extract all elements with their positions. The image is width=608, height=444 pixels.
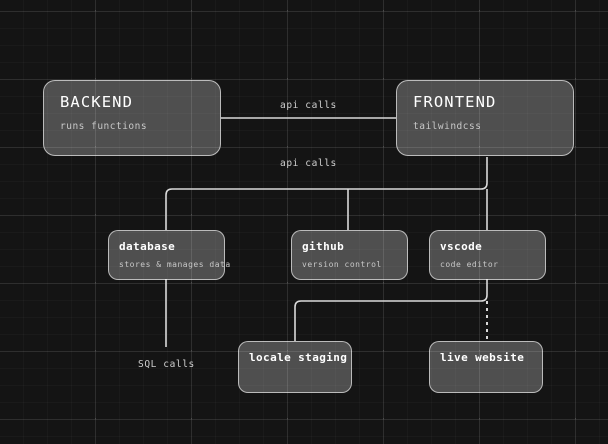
node-backend-title: BACKEND <box>60 93 134 111</box>
node-database[interactable]: database stores & manages data <box>108 230 231 280</box>
node-github[interactable]: github version control <box>291 230 408 280</box>
edge-vscode-to-staging <box>294 279 488 341</box>
edge-label-sql-calls: SQL calls <box>138 359 195 370</box>
node-frontend-subtitle: tailwindcss <box>413 120 482 132</box>
node-backend[interactable]: BACKEND runs functions <box>43 80 221 156</box>
node-live-website-title: live website <box>440 351 525 364</box>
node-database-title: database <box>119 240 176 253</box>
node-frontend[interactable]: FRONTEND tailwindcss <box>396 80 574 156</box>
node-vscode-subtitle: code editor <box>440 259 499 269</box>
node-locale-staging-title: locale staging <box>249 351 348 364</box>
node-frontend-title: FRONTEND <box>413 93 497 111</box>
edge-label-api-calls-bottom: api calls <box>280 158 337 169</box>
node-database-subtitle: stores & manages data <box>119 259 231 269</box>
node-github-title: github <box>302 240 345 253</box>
node-github-subtitle: version control <box>302 259 382 269</box>
node-vscode-title: vscode <box>440 240 483 253</box>
edge-label-api-calls-top: api calls <box>280 100 337 111</box>
node-vscode[interactable]: vscode code editor <box>429 230 546 280</box>
node-locale-staging[interactable]: locale staging <box>238 341 352 393</box>
node-backend-subtitle: runs functions <box>60 120 148 132</box>
node-live-website[interactable]: live website <box>429 341 543 393</box>
